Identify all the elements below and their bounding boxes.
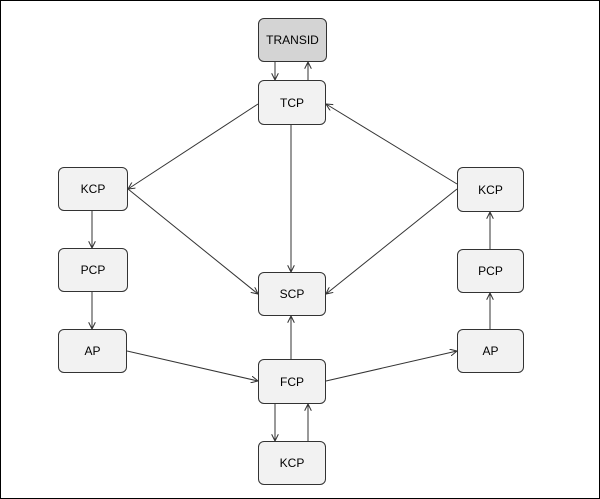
node-pcp-left: PCP [58,248,128,292]
edge-tcp-to-kcp-left [128,103,259,189]
node-kcp-left: KCP [58,167,128,211]
edge-kcp-right-to-tcp [326,104,458,185]
edge-ap-left-to-fcp [126,350,258,381]
node-pcp-right: PCP [457,249,524,293]
edge-kcp-left-to-scp [127,188,258,294]
node-scp: SCP [258,272,326,316]
edge-kcp-right-to-scp [326,188,458,294]
node-kcp-right: KCP [457,167,524,212]
edge-fcp-to-ap-right [325,351,457,382]
node-kcp-bottom: KCP [258,441,326,485]
node-fcp: FCP [258,359,326,404]
node-ap-right: AP [457,329,524,373]
node-transid: TRANSID [258,18,327,62]
node-ap-left: AP [58,329,127,373]
node-tcp: TCP [258,80,326,125]
